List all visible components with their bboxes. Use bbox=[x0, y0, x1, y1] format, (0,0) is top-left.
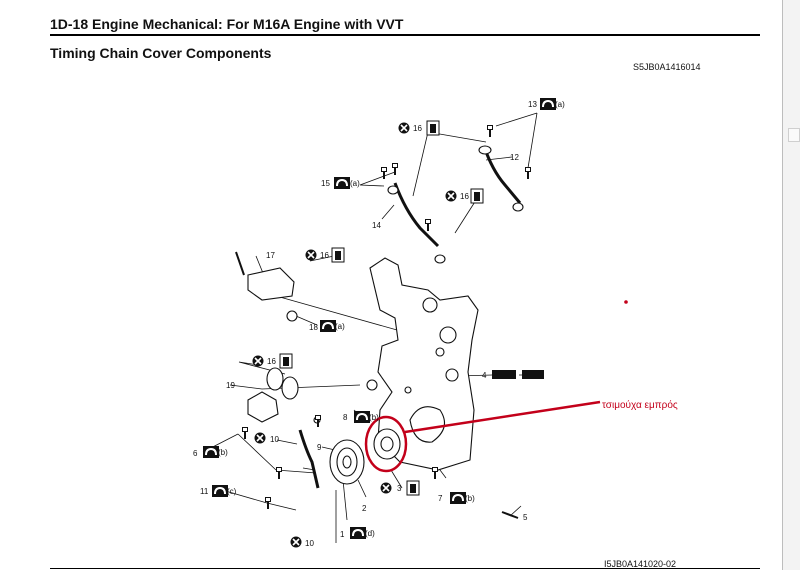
callout-16b: 16 bbox=[460, 192, 469, 201]
callout-10a: 10 bbox=[270, 435, 279, 444]
do-not-reuse-icon bbox=[379, 481, 393, 495]
engine-components bbox=[235, 145, 524, 519]
torque-wrench-icon bbox=[202, 445, 220, 459]
do-not-reuse-icon bbox=[304, 248, 318, 262]
apply-sealant-icon bbox=[426, 120, 440, 136]
oil-control-valve bbox=[247, 267, 295, 301]
leader-lines bbox=[202, 112, 538, 543]
do-not-reuse-icon bbox=[444, 189, 458, 203]
callouts: 13 (a) 16 12 15 (a) 16 14 17 16 bbox=[193, 97, 565, 549]
callout-1: 1 bbox=[340, 530, 345, 539]
callout-11: 11 bbox=[200, 487, 209, 496]
callout-15: 15 bbox=[321, 179, 330, 188]
header-rule bbox=[50, 34, 760, 36]
do-not-reuse-icon bbox=[253, 431, 267, 445]
callout-19: 19 bbox=[226, 381, 235, 390]
apply-sealant-icon bbox=[522, 370, 544, 379]
torque-wrench-icon bbox=[539, 97, 557, 111]
callout-3: 3 bbox=[397, 484, 402, 493]
torque-wrench-icon bbox=[349, 526, 367, 540]
figure-code-top: S5JB0A1416014 bbox=[633, 62, 701, 72]
header-title: 1D-18 Engine Mechanical: For M16A Engine… bbox=[50, 16, 404, 32]
crankshaft-pulley bbox=[329, 439, 365, 485]
torque-a-3: (a) bbox=[335, 322, 345, 331]
torque-b-3: (b) bbox=[465, 494, 475, 503]
apply-sealant-icon bbox=[279, 353, 293, 369]
page-edge bbox=[782, 0, 783, 570]
figure-code-bottom: I5JB0A141020-02 bbox=[604, 559, 677, 569]
torque-d: (d) bbox=[365, 529, 375, 538]
torque-b-2: (b) bbox=[218, 448, 228, 457]
oil-seal-annotation: τσιμούχα εμπρός bbox=[602, 400, 678, 411]
callout-2: 2 bbox=[362, 504, 367, 513]
callout-8: 8 bbox=[343, 413, 348, 422]
oil-seal-highlight bbox=[364, 300, 628, 473]
apply-sealant-icon bbox=[406, 480, 420, 496]
torque-c: (c) bbox=[227, 487, 237, 496]
torque-wrench-icon bbox=[319, 319, 337, 333]
callout-18: 18 bbox=[309, 323, 318, 332]
torque-a-2: (a) bbox=[350, 179, 360, 188]
callout-13: 13 bbox=[528, 100, 537, 109]
front-oil-seal bbox=[373, 428, 401, 460]
apply-sealant-icon bbox=[470, 188, 484, 204]
callout-5: 5 bbox=[523, 513, 528, 522]
apply-sealant-icon bbox=[331, 247, 345, 263]
footer-rule bbox=[50, 568, 760, 569]
part-19 bbox=[247, 391, 279, 423]
callout-16d: 16 bbox=[267, 357, 276, 366]
torque-wrench-icon bbox=[333, 176, 351, 190]
callout-16a: 16 bbox=[413, 124, 422, 133]
torque-wrench-icon bbox=[353, 410, 371, 424]
callout-16c: 16 bbox=[320, 251, 329, 260]
viewer-scroll-strip[interactable] bbox=[783, 0, 800, 570]
do-not-reuse-icon bbox=[289, 535, 303, 549]
callout-6: 6 bbox=[193, 449, 198, 458]
callout-9: 9 bbox=[317, 443, 322, 452]
section-title: Timing Chain Cover Components bbox=[50, 45, 272, 61]
torque-wrench-icon bbox=[449, 491, 467, 505]
do-not-reuse-icon bbox=[397, 121, 411, 135]
callout-10b: 10 bbox=[305, 539, 314, 548]
callout-7: 7 bbox=[438, 494, 443, 503]
torque-b-1: (b) bbox=[369, 413, 379, 422]
timing-chain-cover bbox=[369, 257, 479, 471]
callout-4: 4 bbox=[482, 371, 487, 380]
callout-12: 12 bbox=[510, 153, 519, 162]
oil-pipe-14 bbox=[393, 182, 440, 248]
torque-wrench-icon bbox=[211, 484, 229, 498]
page-header: 1D-18 Engine Mechanical: For M16A Engine… bbox=[50, 16, 760, 34]
callout-14: 14 bbox=[372, 221, 381, 230]
do-not-reuse-icon bbox=[251, 354, 265, 368]
callout-17: 17 bbox=[266, 251, 275, 260]
torque-a-1: (a) bbox=[555, 100, 565, 109]
apply-oil-icon bbox=[492, 370, 516, 379]
